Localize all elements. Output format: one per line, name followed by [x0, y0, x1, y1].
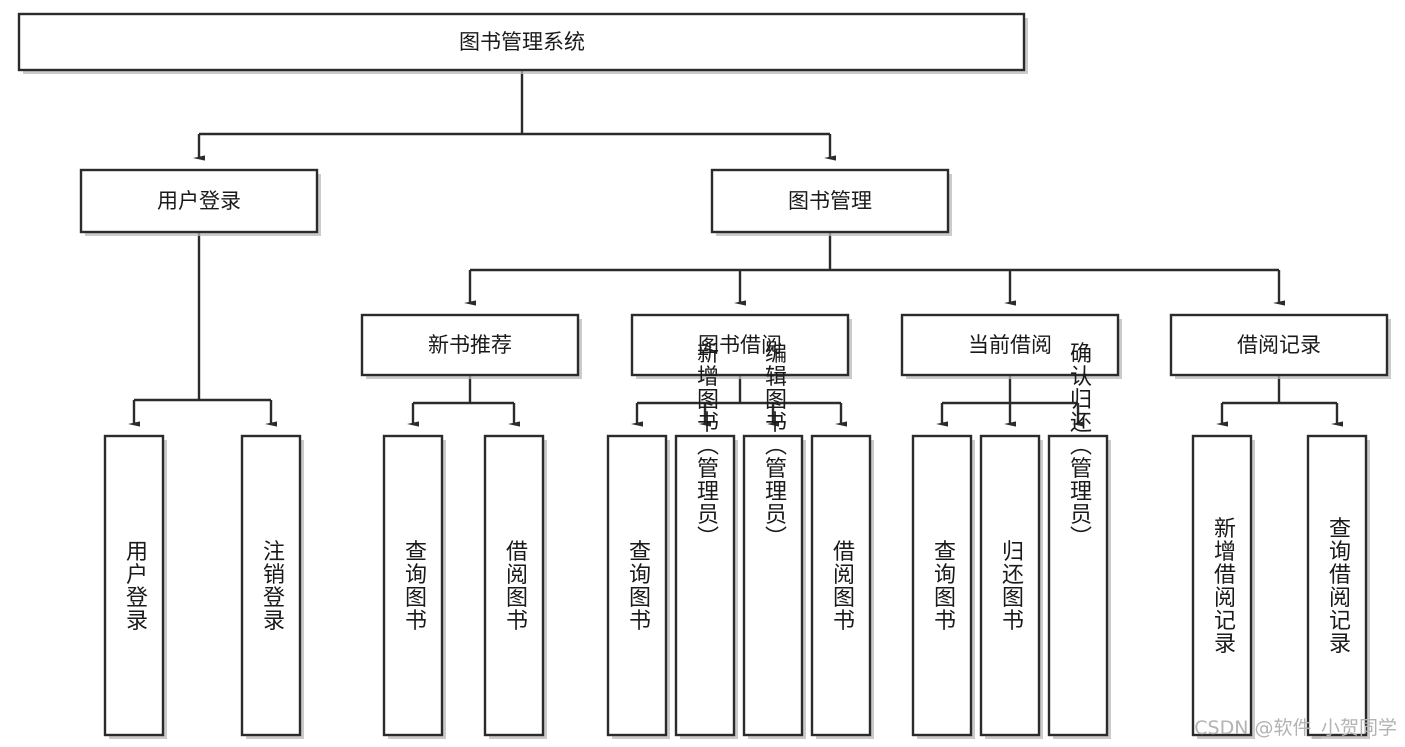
node-new-book-recommend[interactable]: 新书推荐: [360, 313, 582, 379]
leaf-label: 注销登录: [259, 540, 285, 632]
leaf-box: [911, 434, 973, 737]
leaf-new-book-1[interactable]: 查询图书: [382, 434, 446, 739]
leaf-box: [483, 434, 545, 737]
leaf-label: 编辑图书（管理员）: [761, 342, 787, 549]
connector-layer: [128, 70, 1343, 427]
leaf-label: 用户登录: [122, 540, 148, 632]
leaf-box: [382, 434, 444, 737]
leaf-label: 借阅图书: [502, 540, 528, 632]
leaf-box: [606, 434, 668, 737]
node-book-borrow[interactable]: 图书借阅: [630, 313, 852, 379]
leaf-user-login-2[interactable]: 注销登录: [240, 434, 304, 739]
leaf-new-book-2[interactable]: 借阅图书: [483, 434, 547, 739]
leaf-box: [103, 434, 165, 737]
leaf-current-borrow-1[interactable]: 查询图书: [911, 434, 975, 739]
leaf-book-borrow-3[interactable]: 编辑图书（管理员）: [742, 342, 806, 740]
current-borrow-box: [900, 313, 1120, 377]
leaf-label: 确认归还（管理员）: [1066, 342, 1092, 549]
user-login-label: 用户登录: [157, 189, 241, 213]
node-borrow-record[interactable]: 借阅记录: [1169, 313, 1391, 379]
leaf-box: [674, 434, 736, 737]
leaf-label: 新增借阅记录: [1210, 517, 1236, 655]
leaf-book-borrow-1[interactable]: 查询图书: [606, 434, 670, 739]
leaf-box: [1191, 434, 1253, 737]
root-label: 图书管理系统: [459, 30, 585, 54]
leaf-label: 查询图书: [930, 540, 956, 632]
user-login-box: [79, 168, 319, 234]
node-user-login[interactable]: 用户登录: [79, 168, 321, 236]
book-borrow-label: 图书借阅: [698, 333, 782, 357]
leaf-current-borrow-2[interactable]: 归还图书: [979, 434, 1043, 739]
leaf-label: 查询借阅记录: [1325, 517, 1351, 655]
leaf-borrow-record-2[interactable]: 查询借阅记录: [1306, 434, 1370, 739]
book-manage-box: [710, 168, 950, 234]
leaf-label: 归还图书: [998, 540, 1024, 632]
leaf-box: [810, 434, 872, 737]
leaf-book-borrow-2[interactable]: 新增图书（管理员）: [674, 342, 738, 740]
leaf-label: 新增图书（管理员）: [693, 342, 719, 549]
borrow-record-box: [1169, 313, 1389, 377]
leaf-label: 查询图书: [401, 540, 427, 632]
leaf-box: [979, 434, 1041, 737]
leaf-book-borrow-4[interactable]: 借阅图书: [810, 434, 874, 739]
leaf-box: [742, 434, 804, 737]
borrow-record-label: 借阅记录: [1237, 333, 1321, 357]
leaf-box: [1306, 434, 1368, 737]
leaf-label: 借阅图书: [829, 540, 855, 632]
root-box: [17, 12, 1026, 72]
leaf-borrow-record-1[interactable]: 新增借阅记录: [1191, 434, 1255, 739]
leaf-current-borrow-3[interactable]: 确认归还（管理员）: [1047, 342, 1111, 740]
current-borrow-label: 当前借阅: [968, 333, 1052, 357]
new-book-box: [360, 313, 580, 377]
new-book-label: 新书推荐: [428, 333, 512, 357]
csdn-watermark: CSDN @软件_小贺同学: [1194, 717, 1397, 739]
book-borrow-box: [630, 313, 850, 377]
node-book-manage[interactable]: 图书管理: [710, 168, 952, 236]
leaf-box: [1047, 434, 1109, 737]
node-current-borrow[interactable]: 当前借阅: [900, 313, 1122, 379]
book-manage-label: 图书管理: [788, 189, 872, 213]
node-root[interactable]: 图书管理系统: [17, 12, 1028, 74]
leaf-box: [240, 434, 302, 737]
leaf-user-login-1[interactable]: 用户登录: [103, 434, 167, 739]
leaf-label: 查询图书: [625, 540, 651, 632]
